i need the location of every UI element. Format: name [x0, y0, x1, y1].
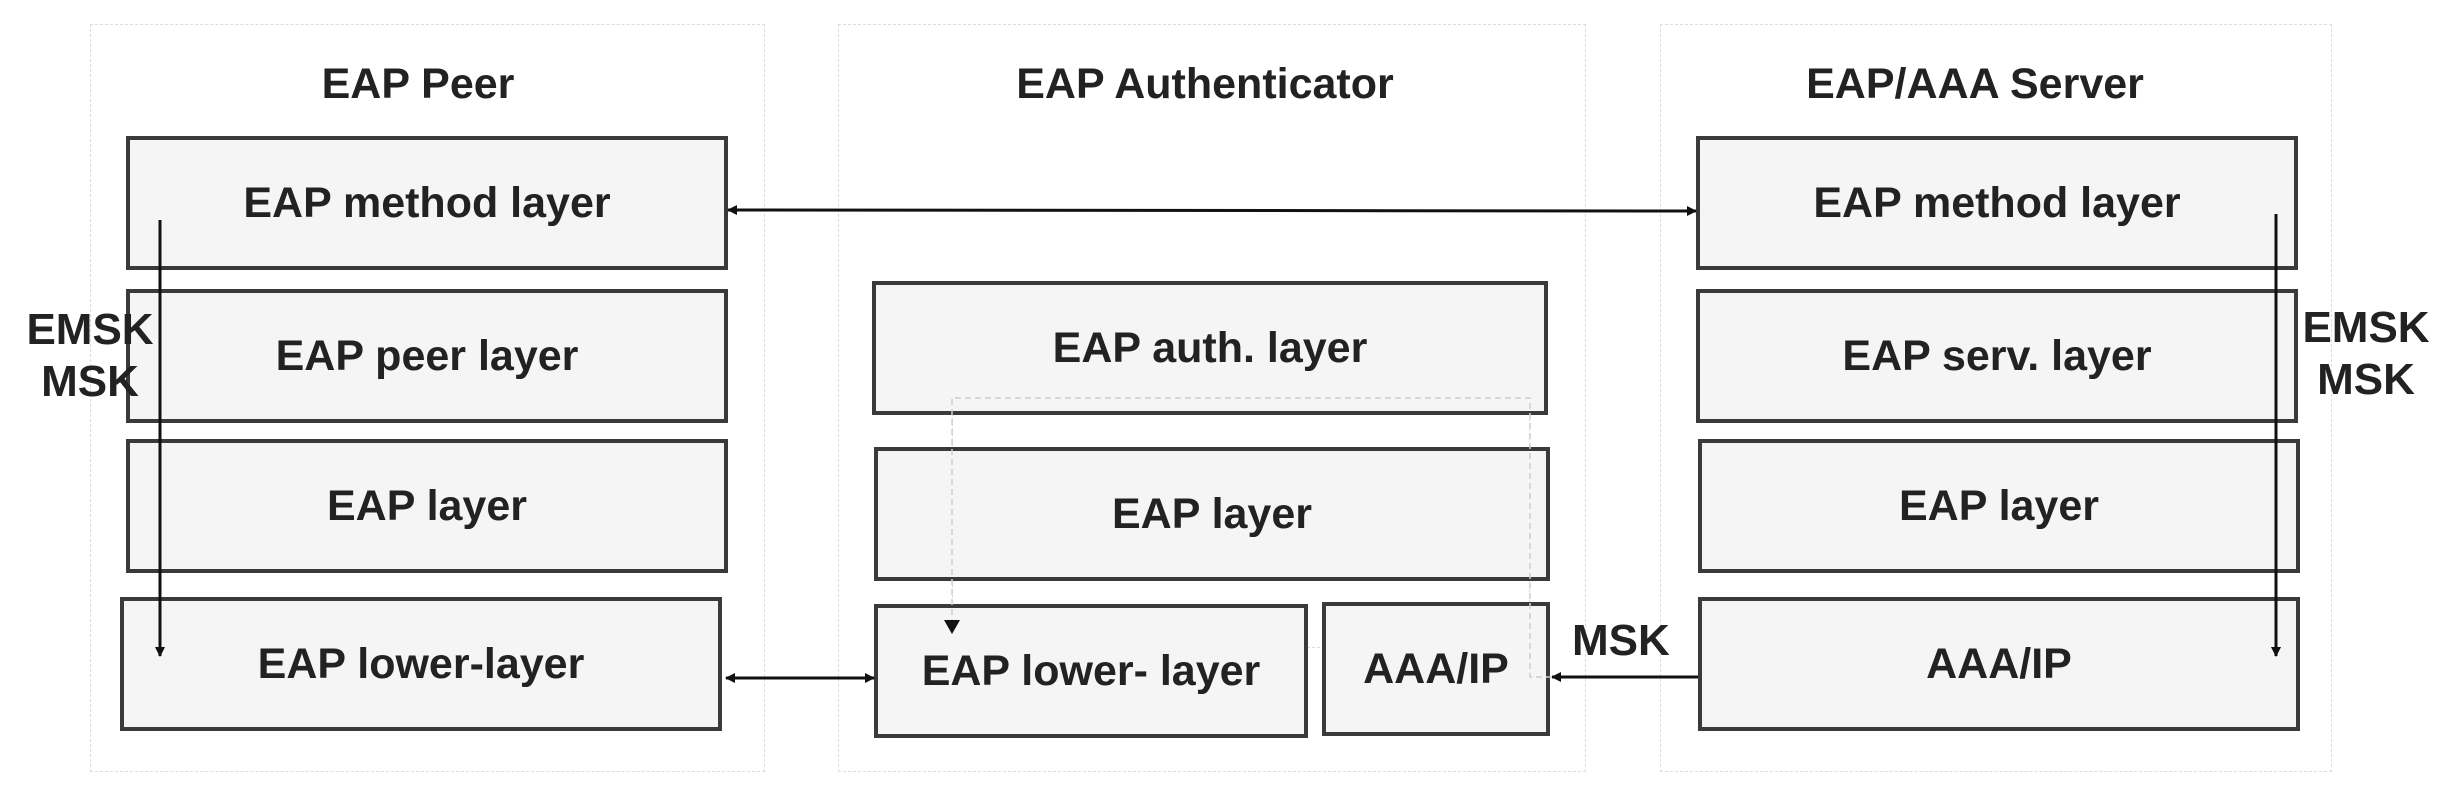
server-msk-label: MSK: [2317, 355, 2415, 404]
server-keys-label: EMSK MSK: [2296, 302, 2436, 406]
server-column-title: EAP/AAA Server: [1806, 60, 2144, 108]
authenticator-lower-arrowhead: [944, 620, 960, 634]
authenticator-aaa-ip-layer: AAA/IP: [1322, 602, 1550, 736]
server-emsk-label: EMSK: [2302, 303, 2430, 352]
authenticator-internal-path: [951, 397, 1552, 678]
peer-emsk-label: EMSK: [26, 305, 154, 354]
peer-column-frame: [90, 24, 765, 772]
server-serv-layer: EAP serv. layer: [1696, 289, 2298, 423]
server-method-layer: EAP method layer: [1696, 136, 2298, 270]
authenticator-column-title: EAP Authenticator: [1016, 60, 1394, 108]
peer-msk-label: MSK: [41, 357, 139, 406]
authenticator-column-frame: [838, 24, 1586, 772]
msk-transfer-label: MSK: [1572, 616, 1670, 665]
peer-peer-layer: EAP peer layer: [126, 289, 728, 423]
peer-method-layer: EAP method layer: [126, 136, 728, 270]
server-eap-layer: EAP layer: [1698, 439, 2300, 573]
peer-keys-label: EMSK MSK: [20, 304, 160, 408]
peer-lower-layer: EAP lower-layer: [120, 597, 722, 731]
server-aaa-ip-layer: AAA/IP: [1698, 597, 2300, 731]
server-column-frame: [1660, 24, 2332, 772]
authenticator-eap-layer: EAP layer: [874, 447, 1550, 581]
authenticator-lower-layer: EAP lower- layer: [874, 604, 1308, 738]
authenticator-auth-layer: EAP auth. layer: [872, 281, 1548, 415]
peer-eap-layer: EAP layer: [126, 439, 728, 573]
method-layers-arrow: [727, 205, 1697, 216]
peer-column-title: EAP Peer: [321, 60, 515, 108]
